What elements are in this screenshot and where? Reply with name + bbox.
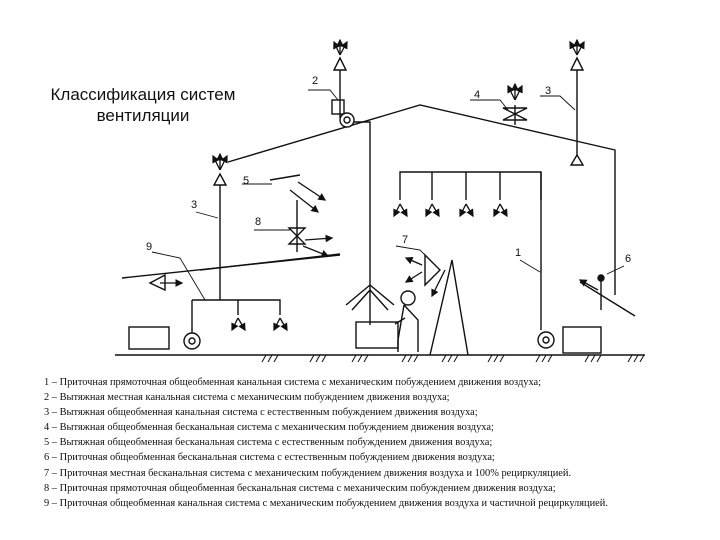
legend: 1 – Приточная прямоточная общеобменная к…: [44, 375, 714, 511]
legend-item-9: 9 – Приточная общеобменная канальная сис…: [44, 497, 608, 509]
legend-item-7: 7 – Приточная местная бесканальная систе…: [44, 467, 572, 479]
callout-9: 9: [146, 241, 152, 253]
system-4-valve: [502, 107, 528, 121]
system-5-louver: [269, 174, 301, 181]
callout-8: 8: [255, 216, 261, 228]
system-1-fan: [537, 331, 555, 349]
callout-5: 5: [243, 175, 249, 187]
system-7-fan: [424, 253, 441, 287]
side-roof-2: [199, 253, 341, 271]
title-line-2: вентиляции: [96, 106, 190, 125]
callout-3-left: 3: [191, 199, 197, 211]
legend-item-5: 5 – Вытяжная общеобменная бесканальная с…: [44, 437, 493, 449]
system-2-fan: [339, 112, 355, 128]
system-8-valve: [287, 227, 307, 245]
system-6-window: [579, 281, 636, 317]
system-1-box: [562, 326, 602, 354]
callout-2: 2: [312, 75, 318, 87]
legend-item-1: 1 – Приточная прямоточная общеобменная к…: [44, 377, 542, 388]
callout-3-right: 3: [545, 85, 551, 97]
system-9-box: [128, 326, 170, 350]
callout-4: 4: [474, 89, 480, 101]
system-7-stand: [429, 259, 469, 356]
airflow-arrows: [160, 38, 599, 332]
system-2-fan-box: [331, 99, 345, 115]
callout-6: 6: [625, 253, 631, 265]
title-line-1: Классификация систем: [50, 85, 236, 104]
ground-hatching: [261, 354, 645, 363]
system-9-fan: [183, 332, 201, 350]
callout-1: 1: [515, 247, 521, 259]
workbench: [355, 321, 399, 349]
system-2-roof-cap: [332, 56, 348, 71]
legend-item-8: 8 – Приточная прямоточная общеобменная б…: [44, 482, 556, 494]
local-hood: [345, 284, 395, 311]
legend-item-6: 6 – Приточная общеобменная бесканальная …: [44, 452, 495, 464]
system-2-duct: [352, 121, 371, 325]
system-1-duct: [399, 171, 542, 330]
callout-leaders: [151, 89, 625, 301]
worker-head: [400, 290, 416, 306]
legend-item-2: 2 – Вытяжная местная канальная система с…: [44, 392, 450, 404]
worker-body: [394, 304, 419, 352]
callout-7: 7: [402, 234, 408, 246]
system-9-duct: [192, 299, 281, 315]
legend-item-4: 4 – Вытяжная общеобменная бесканальная с…: [44, 422, 494, 434]
legend-item-3: 3 – Вытяжная общеобменная канальная сист…: [44, 407, 478, 419]
diagram-title: Классификация систем вентиляции: [28, 84, 258, 126]
roof-line: [227, 104, 616, 295]
